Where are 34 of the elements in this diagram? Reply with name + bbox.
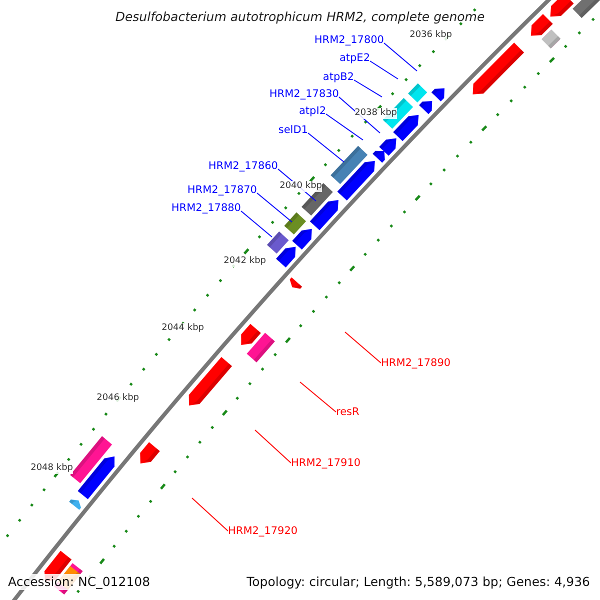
scale-label: 2042 kbp [224, 256, 266, 267]
gene-label: atpE2 [339, 51, 370, 65]
leader-line [240, 210, 272, 238]
leader-line [344, 332, 382, 364]
scale-label: 2048 kbp [30, 463, 73, 474]
leader-line [192, 498, 228, 532]
scale-label: 2038 kbp [354, 108, 397, 119]
gene-label: resR [336, 405, 360, 419]
gene-label: HRM2_17830 [269, 87, 339, 101]
leader-line [308, 132, 344, 162]
scale-label: 2036 kbp [410, 30, 452, 41]
genome-info-text: Topology: circular; Length: 5,589,073 bp; Genes: 4,936 [244, 574, 592, 590]
scale-label: 2046 kbp [96, 393, 139, 404]
gene-label: atpB2 [322, 70, 354, 84]
gene-label: HRM2_17890 [381, 356, 451, 370]
leader-line [300, 382, 336, 412]
leader-line [354, 80, 382, 98]
scale-label: 2040 kbp [280, 181, 322, 192]
gene-label: HRM2_17800 [314, 33, 384, 47]
gene-label: HRM2_17920 [228, 524, 298, 538]
gene-label: selD1 [278, 123, 308, 137]
gene-label: atpI2 [299, 104, 326, 118]
scale-label: 2044 kbp [162, 323, 204, 334]
gene-label: HRM2_17860 [208, 159, 278, 173]
leader-line [256, 192, 292, 222]
accession-text: Accession: NC_012108 [6, 574, 152, 590]
leader-line [384, 42, 418, 72]
gene-label: HRM2_17880 [171, 201, 241, 215]
gene-label: HRM2_17870 [187, 183, 257, 197]
gene-label: HRM2_17910 [291, 456, 361, 470]
title: Desulfobacterium autotrophicum HRM2, complete genome [114, 10, 486, 24]
leader-line [370, 60, 398, 80]
leader-line [254, 430, 292, 464]
leader-line [326, 114, 364, 140]
